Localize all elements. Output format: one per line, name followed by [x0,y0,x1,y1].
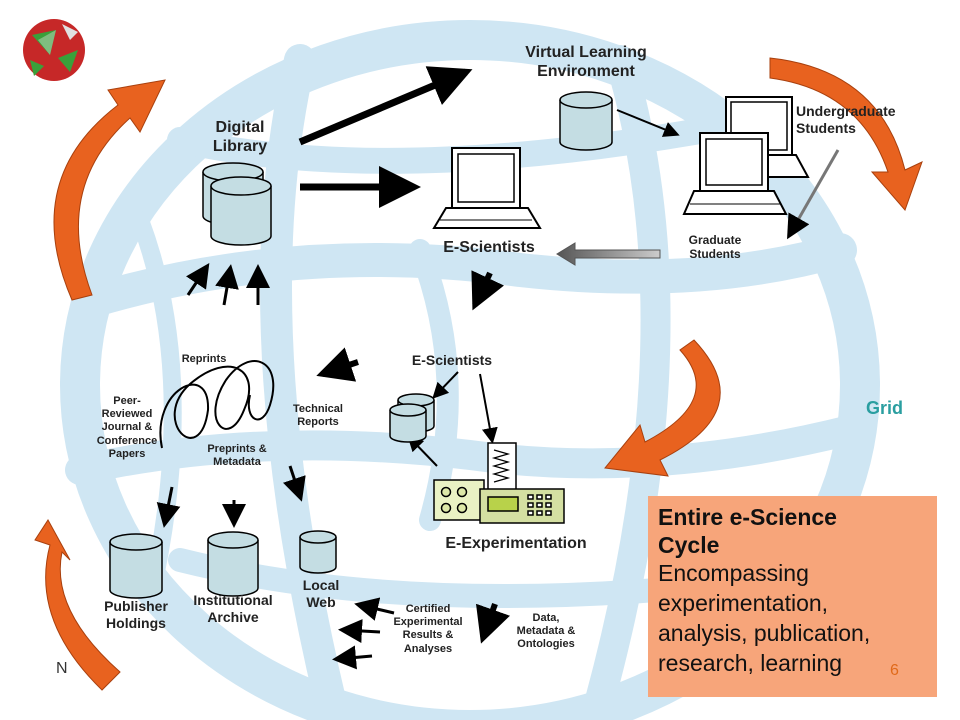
polyhedron-logo-icon [23,19,85,81]
digital-library-label: Digital Library [212,119,268,156]
cycle-arrow-icon [34,57,923,691]
certified-results-label: Certified Experimental Results & Analyse… [393,603,463,655]
undergraduate-label: Undergraduate Students [796,103,896,136]
institutional-archive-label: Institutional Archive [193,592,273,625]
graduate-label: Graduate Students [688,233,742,262]
grid-label: Grid [866,398,904,418]
data-metadata-label: Data, Metadata & Ontologies [516,612,576,651]
preprints-label: Preprints & Metadata [207,443,267,469]
peer-reviewed-label: Peer- Reviewed Journal & Conference Pape… [96,395,158,460]
callout-body: Encompassing experimentation, analysis, … [658,560,871,676]
e-scientists-top-label: E-Scientists [443,239,535,256]
local-web-label: Local Web [302,577,340,610]
flow-arrows [156,66,680,670]
technical-reports-label: Technical Reports [293,403,343,429]
gray-arrows [556,149,840,266]
virtual-learning-label: Virtual Learning Environment [525,44,647,81]
database-icon [109,91,613,599]
e-scientists-mid-label: E-Scientists [411,352,493,368]
e-experimentation-label: E-Experimentation [445,535,587,552]
laptop-icon [432,147,542,229]
footer-fragment: N [56,660,68,677]
publisher-holdings-label: Publisher Holdings [104,598,168,631]
callout-box: Entire e-Science Cycle Encompassing expe… [648,496,937,697]
laptop-icon [682,96,810,215]
spring-coil-icon [159,360,275,449]
instrument-icon [433,442,565,524]
page-number: 6 [890,662,899,679]
reprints-label: Reprints [181,353,227,365]
callout-title: Entire e-Science Cycle [658,504,837,558]
